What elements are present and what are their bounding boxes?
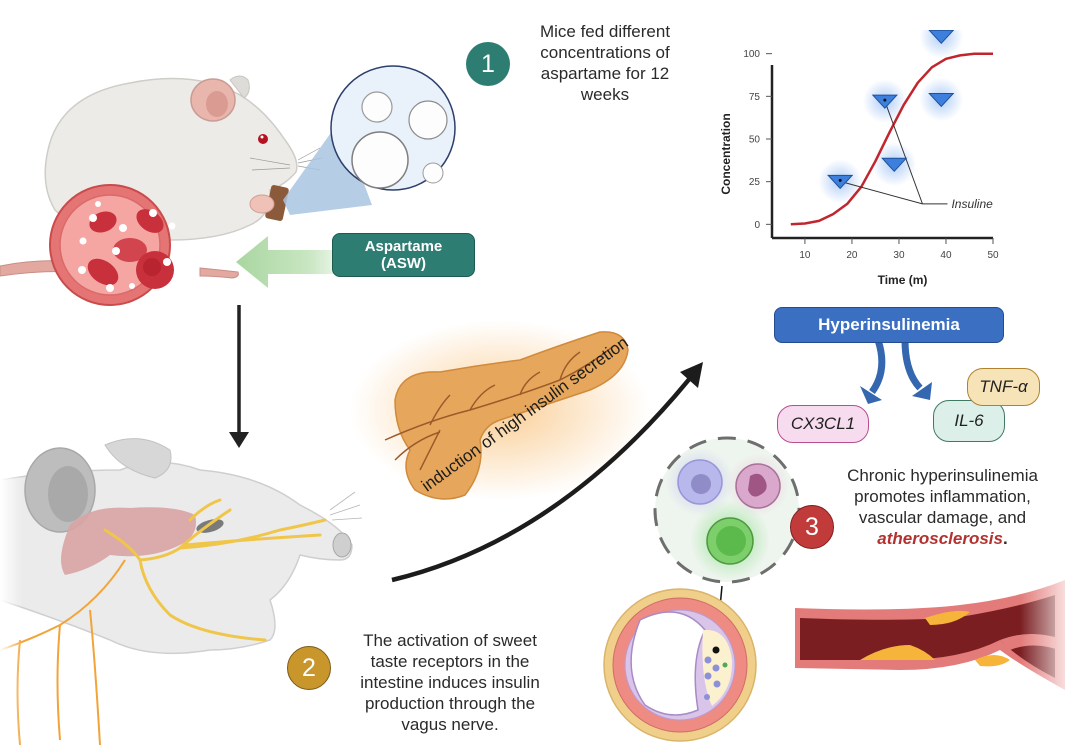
step-2-badge: 2: [287, 646, 331, 690]
step-2-line: vagus nerve.: [401, 715, 499, 734]
step-3-number: 3: [805, 512, 819, 541]
x-tick-label: 10: [799, 250, 811, 261]
y-tick-label: 100: [743, 49, 760, 60]
hyperinsulinemia-label: Hyperinsulinemia: [818, 315, 960, 334]
marker-glow: [919, 30, 964, 59]
x-tick-label: 40: [940, 250, 952, 261]
x-tick-label: 20: [846, 250, 858, 261]
marker-anchor-dot: [883, 98, 887, 102]
step-2-line: production through the: [364, 694, 536, 713]
pancreas-illustration: [350, 320, 650, 500]
y-tick-label: 50: [749, 135, 761, 146]
step-2-description: The activation of sweet taste receptors …: [340, 630, 560, 735]
step-3-line: promotes inflammation,: [854, 487, 1031, 506]
y-tick-label: 0: [754, 220, 760, 231]
x-tick-label: 30: [893, 250, 905, 261]
cytokine-label: CX3CL1: [790, 414, 856, 433]
blood-vessel-cross-section: [49, 184, 184, 306]
step-2-line: intestine induces insulin: [360, 673, 540, 692]
green-arrow-left-icon: [236, 236, 340, 288]
annotation-leader: [884, 100, 923, 205]
cytokine-il6: IL-6: [933, 400, 1005, 442]
annotation-leader: [840, 180, 923, 205]
step-1-line: Mice fed different: [539, 22, 671, 41]
insulin-marker: [881, 157, 908, 173]
artery-cross-section: [603, 588, 757, 742]
insulin-marker: [928, 92, 955, 108]
step-1-badge: 1: [466, 42, 510, 86]
y-axis-label: Concentration: [719, 113, 733, 194]
y-tick-label: 75: [749, 92, 761, 103]
aspartame-granules-magnified: [330, 65, 456, 191]
step-1-number: 1: [481, 49, 495, 78]
zoom-cone: [283, 120, 372, 215]
aspartame-label-box: Aspartame (ASW): [332, 233, 475, 277]
annotation-label: Insuline: [951, 197, 993, 211]
y-tick-label: 25: [749, 177, 761, 188]
step-2-number: 2: [302, 653, 316, 682]
step-1-line: weeks: [580, 85, 630, 104]
x-tick-label: 50: [987, 250, 999, 261]
aspartame-label-line2: (ASW): [381, 255, 426, 272]
step-2-line: The activation of sweet: [363, 631, 537, 650]
step-3-description: Chronic hyperinsulinemia promotes inflam…: [830, 465, 1055, 549]
step-3-badge: 3: [790, 505, 834, 549]
step-1-description: Mice fed different concentrations of asp…: [515, 21, 695, 105]
step-1-line: aspartame for 12: [540, 64, 670, 83]
step-3-line: Chronic hyperinsulinemia: [847, 466, 1038, 485]
atherosclerosis-emphasis: atherosclerosis: [877, 529, 1003, 548]
series-line: [790, 52, 993, 226]
step-2-line: taste receptors in the: [370, 652, 530, 671]
cytokine-cx3cl1: CX3CL1: [777, 405, 869, 443]
aspartame-label-line1: Aspartame: [364, 238, 443, 255]
step-1-line: concentrations of: [540, 43, 670, 62]
x-axis-label: Time (m): [878, 273, 928, 287]
cytokine-label: TNF-α: [979, 377, 1028, 396]
aspartame-food-pellet: [265, 185, 289, 221]
immune-cells-magnified: [653, 436, 801, 584]
cytokine-tnf-alpha: TNF-α: [967, 368, 1040, 406]
hyperinsulinemia-box: Hyperinsulinemia: [774, 307, 1004, 343]
insulin-secretion-arrow: [391, 362, 703, 583]
step-3-line: vascular damage, and: [858, 508, 1027, 527]
atherosclerotic-artery: [795, 575, 1080, 705]
insulin-marker: [928, 30, 955, 45]
hyperinsulinemia-down-arrows: [860, 338, 932, 404]
mouse-head-vagus-nerve-illustration: [0, 438, 363, 756]
down-arrow-icon: [229, 305, 249, 448]
emphasis-suffix: .: [1002, 529, 1008, 548]
marker-anchor-dot: [838, 178, 842, 182]
cytokine-label: IL-6: [954, 411, 984, 430]
